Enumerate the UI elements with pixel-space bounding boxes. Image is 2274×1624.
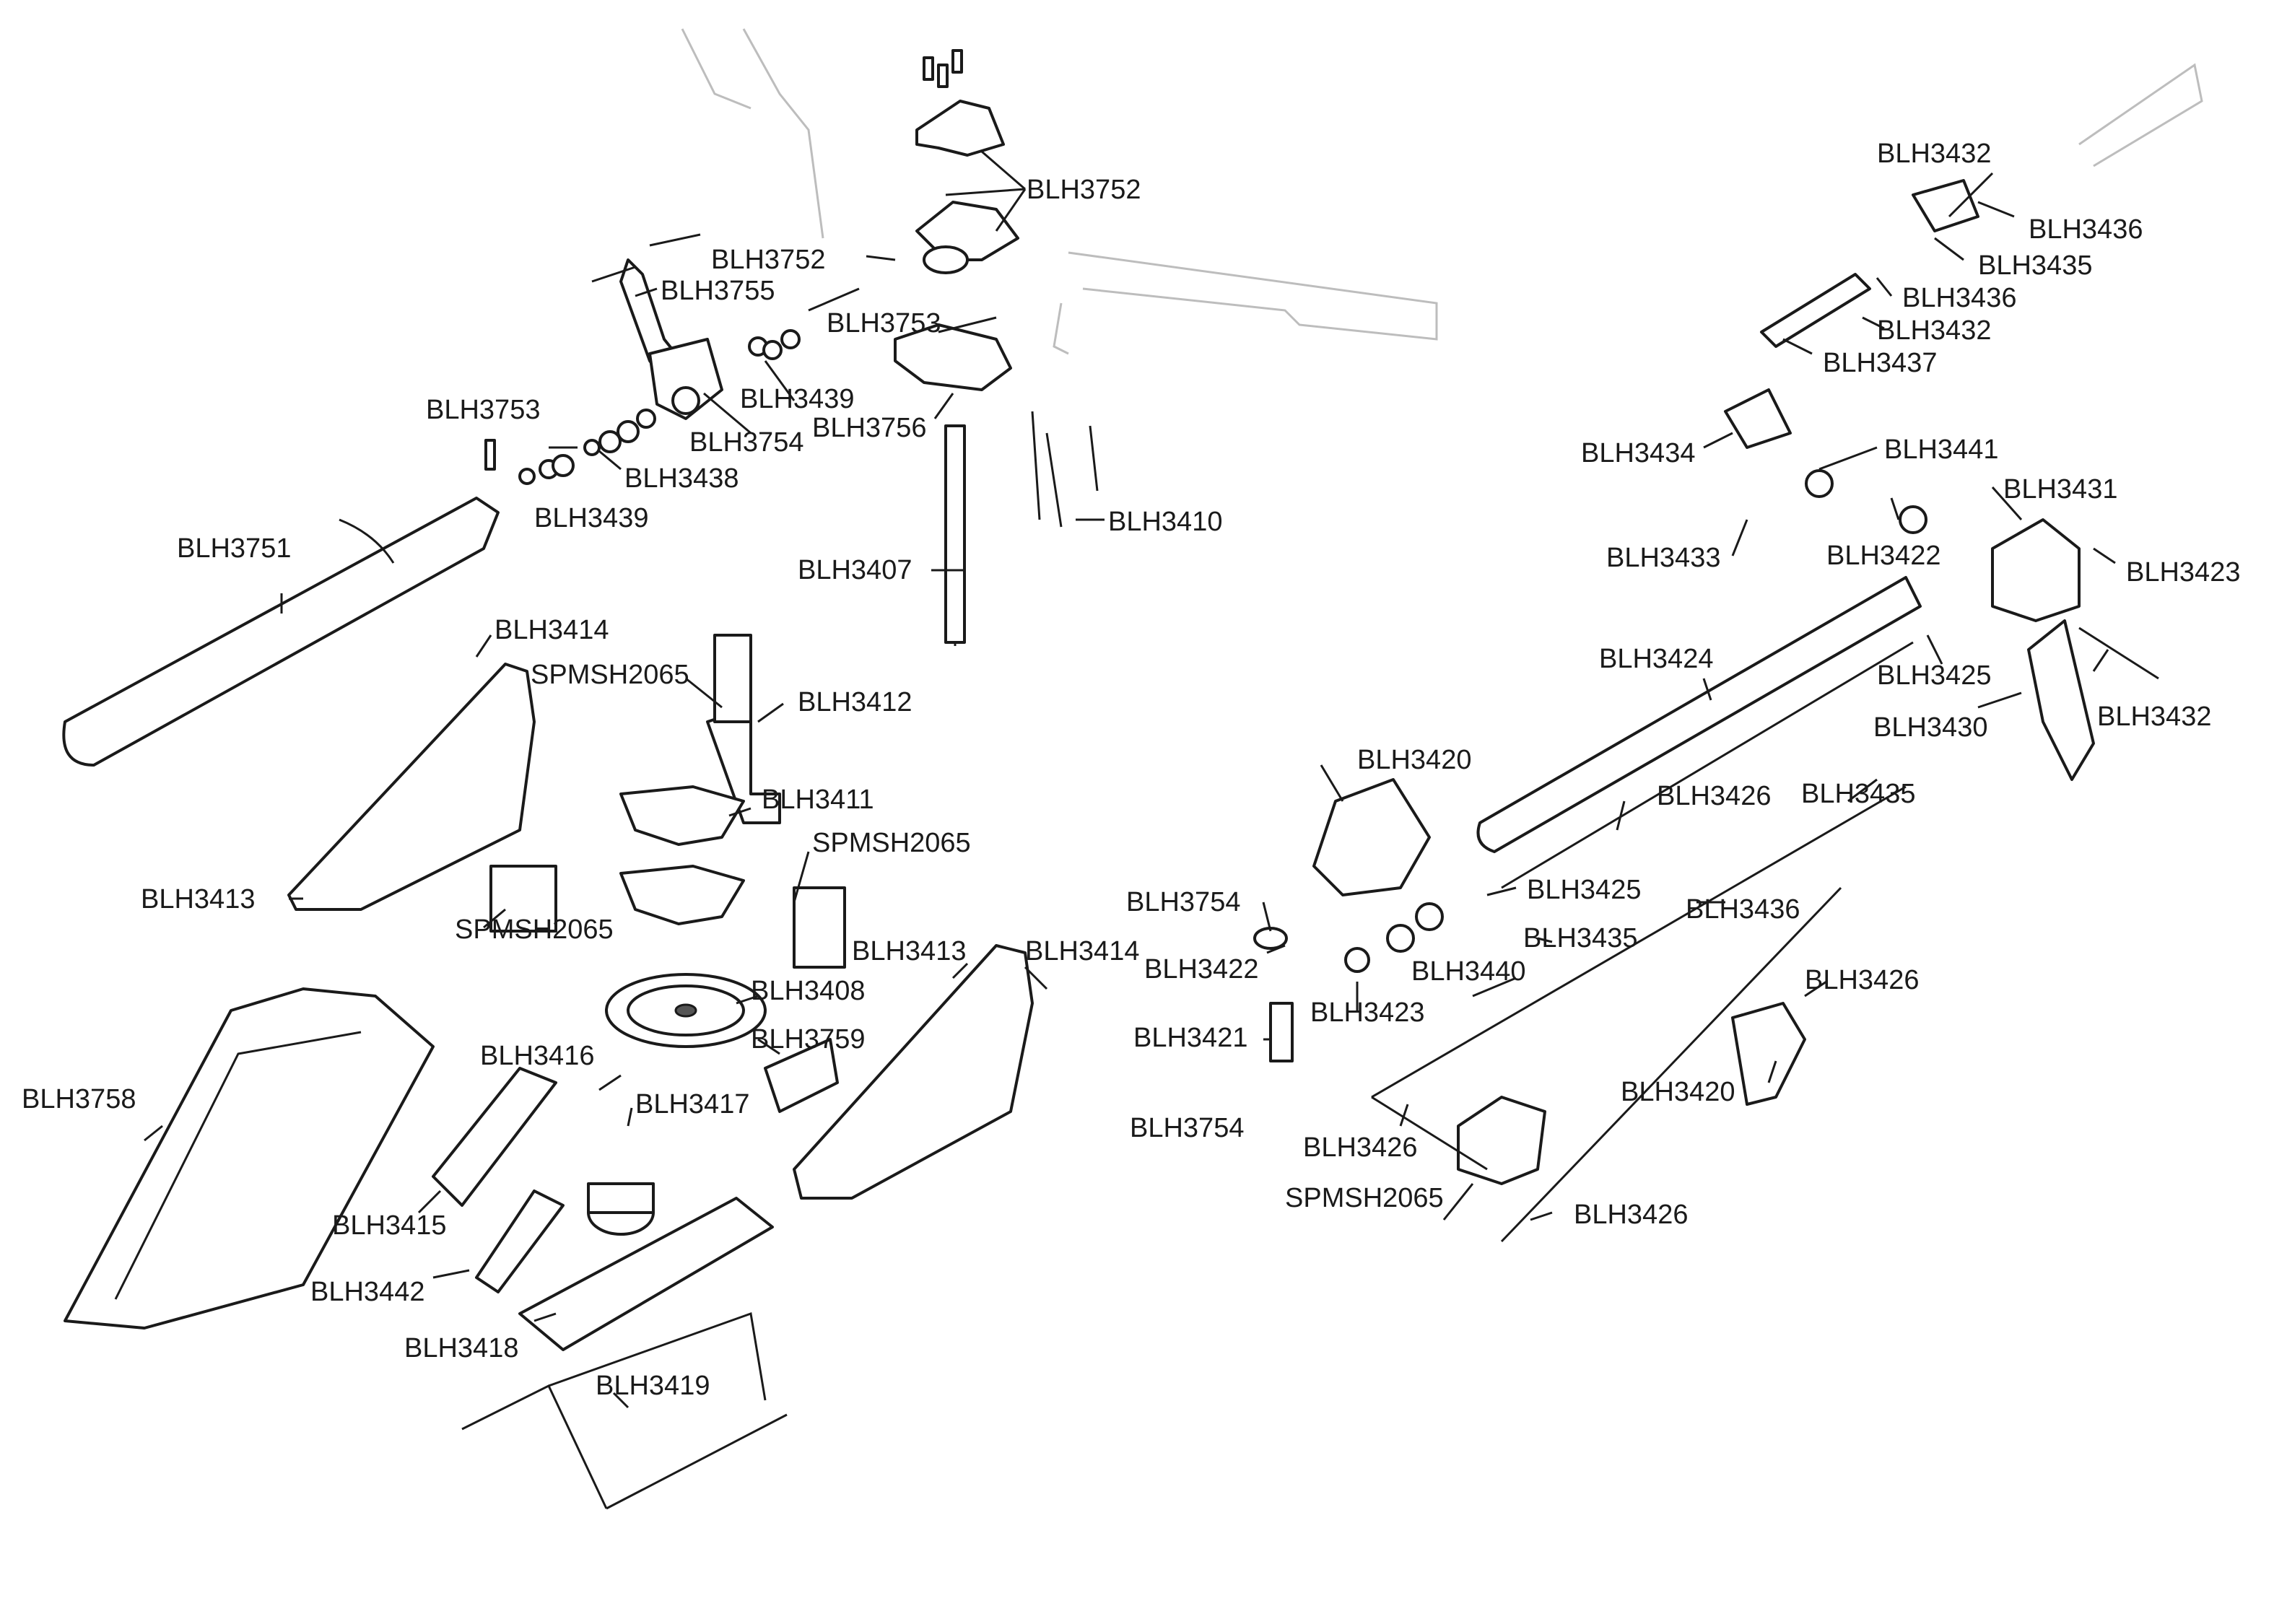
part-label: SPMSH2065 [812,828,971,858]
side-frames [287,663,1034,1200]
main-gear [605,973,767,1048]
part-label: BLH3407 [798,555,912,585]
part-label: BLH3421 [1133,1023,1247,1053]
part-label: BLH3436 [1902,283,2016,313]
part-labels: BLH3752 BLH3752 BLH3755 BLH3753 BLH3439 … [22,139,2240,1401]
part-label: BLH3413 [852,936,966,966]
part-label: BLH3430 [1873,712,1987,743]
part-label: BLH3436 [2029,214,2143,245]
part-label: BLH3432 [1877,139,1991,169]
part-label: BLH3754 [1130,1113,1244,1143]
motor-and-electronics [432,1038,839,1293]
part-label: SPMSH2065 [1285,1183,1444,1213]
part-label: BLH3752 [711,245,825,275]
part-label: BLH3754 [689,427,803,458]
part-label: BLH3419 [596,1371,710,1401]
part-label: BLH3433 [1606,543,1720,573]
part-label: BLH3435 [1523,923,1637,953]
part-label: BLH3423 [1310,997,1424,1028]
part-label: BLH3425 [1527,875,1641,905]
hardware-small [484,49,1099,528]
part-label: BLH3758 [22,1084,136,1114]
part-label: BLH3426 [1657,781,1771,811]
canopy [64,987,435,1330]
part-label: BLH3752 [1027,175,1141,205]
part-label: BLH3753 [827,308,941,339]
leader-lines [144,150,2116,1409]
part-label: BLH3755 [661,276,775,306]
part-label: BLH3439 [740,384,854,414]
part-label: BLH3426 [1805,965,1919,995]
part-label: BLH3410 [1108,507,1222,537]
part-label: SPMSH2065 [531,660,689,690]
part-label: BLH3434 [1581,438,1695,468]
part-label: SPMSH2065 [455,914,614,945]
part-label: BLH3440 [1411,956,1525,987]
part-label: BLH3420 [1357,745,1471,775]
part-label: BLH3426 [1303,1132,1417,1163]
part-label: BLH3751 [177,533,291,564]
part-label: BLH3436 [1686,894,1800,925]
part-label: BLH3416 [480,1041,594,1071]
part-label: BLH3417 [635,1089,749,1119]
part-label: BLH3756 [812,413,926,443]
part-label: BLH3420 [1621,1077,1735,1107]
swashplates [619,785,745,925]
part-label: BLH3439 [534,503,648,533]
part-label: BLH3422 [1144,954,1258,985]
part-label: BLH3432 [2097,702,2211,732]
part-label: BLH3408 [751,976,865,1006]
gearbox-parts-center [1253,778,1806,1106]
part-label: BLH3753 [426,395,540,425]
part-label: BLH3411 [762,785,874,815]
ghost-outlines [681,28,2203,355]
part-label: BLH3435 [1978,250,2092,281]
part-label: BLH3426 [1574,1200,1688,1230]
part-label: BLH3438 [624,463,739,494]
part-label: BLH3412 [798,687,912,717]
part-label: BLH3415 [332,1210,446,1241]
tail-gearbox [1991,518,2159,781]
part-label: BLH3414 [1025,936,1139,966]
tail-boom [1371,576,1922,1243]
part-label: BLH3414 [495,615,609,645]
servos [489,634,1546,1185]
part-label: BLH3754 [1126,887,1240,917]
part-label: BLH3418 [404,1333,518,1363]
part-label: BLH3423 [2126,557,2240,588]
part-label: BLH3422 [1826,541,1940,571]
part-label: BLH3431 [2003,474,2117,505]
part-label: BLH3425 [1877,660,1991,691]
part-label: BLH3413 [141,884,255,914]
tail-rotor [1724,179,1979,534]
part-label: BLH3435 [1801,779,1915,809]
part-label: BLH3424 [1599,644,1713,674]
part-label: BLH3432 [1877,315,1991,346]
part-label: BLH3441 [1884,435,1998,465]
main-blade [62,497,500,767]
part-label: BLH3759 [751,1024,865,1055]
part-label: BLH3437 [1823,348,1937,378]
part-label: BLH3442 [310,1277,424,1307]
landing-gear [461,1197,788,1510]
